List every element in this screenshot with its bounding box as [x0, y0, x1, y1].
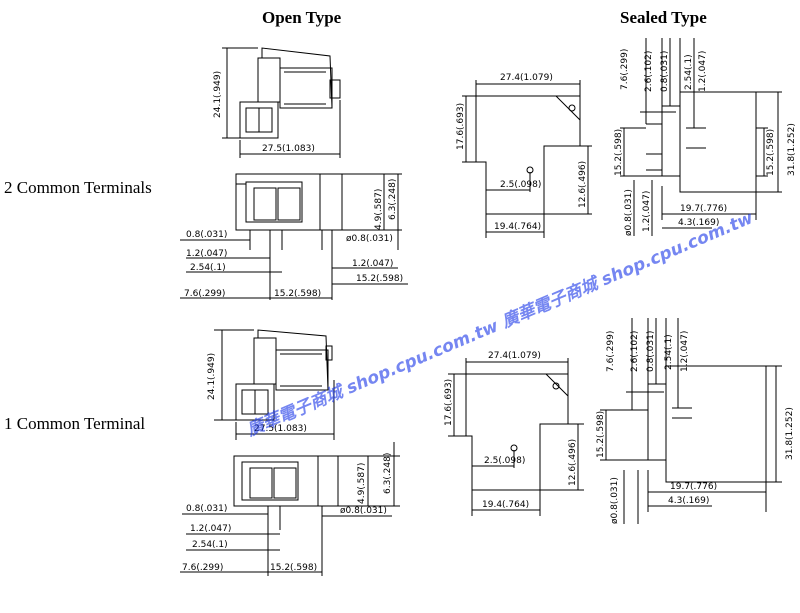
open-r1-d08phi-label: ø0.8(.031) — [346, 234, 393, 244]
open-r2-d152-label: 15.2(.598) — [270, 563, 317, 573]
open-row2-side-view — [214, 329, 335, 440]
sealed-r1-d194-label: 19.4(.764) — [494, 222, 541, 232]
watermark-text: 廣華電子商城 shop.cpu.com.tw 廣華電子商城 shop.cpu.c… — [243, 208, 756, 441]
open-type-heading: Open Type — [262, 8, 342, 27]
sealed-r1-d152b-label: 15.2(.598) — [766, 129, 776, 176]
sealed-row1-side-view — [620, 38, 782, 236]
sealed-type-heading: Sealed Type — [620, 8, 707, 27]
sealed-row2-top-view — [448, 358, 584, 516]
sealed-r2-d152-label: 15.2(.598) — [596, 411, 606, 458]
open-r1-d49-label: 4.9(.587) — [374, 189, 384, 230]
open-r1-height-label: 24.1(.949) — [213, 71, 223, 118]
two-common-terminals-label: 2 Common Terminals — [4, 178, 152, 197]
sealed-r1-d43-label: 4.3(.169) — [678, 218, 719, 228]
open-r1-d76-label: 7.6(.299) — [184, 289, 225, 299]
sealed-row2-side-view — [600, 318, 782, 524]
sealed-r2-d254-label: 2.54(.1) — [664, 334, 674, 370]
sealed-r2-width-label: 27.4(1.079) — [488, 351, 541, 361]
open-r1-d08-label: 0.8(.031) — [186, 230, 227, 240]
sealed-r1-d176-label: 17.6(.693) — [456, 103, 466, 150]
open-r1-d12b-label: 1.2(.047) — [352, 259, 393, 269]
open-r1-width-label: 27.5(1.083) — [262, 144, 315, 154]
sealed-r1-d12b-label: 1.2(.047) — [642, 191, 652, 232]
sealed-r1-d318-label: 31.8(1.252) — [787, 123, 797, 176]
open-row1-side-view — [222, 47, 341, 158]
open-r2-width-label: 27.5(1.083) — [254, 424, 307, 434]
sealed-r1-d25-label: 2.5(.098) — [500, 180, 541, 190]
open-row2-front-view — [180, 442, 400, 576]
sealed-r2-d176-label: 17.6(.693) — [444, 379, 454, 426]
sealed-r1-d08-label: 0.8(.031) — [660, 51, 670, 92]
sealed-r2-d26-label: 2.6(.102) — [630, 331, 640, 372]
sealed-r2-d08-label: 0.8(.031) — [646, 331, 656, 372]
open-r1-d152b-label: 15.2(.598) — [356, 274, 403, 284]
sealed-r1-d126-label: 12.6(.496) — [578, 161, 588, 208]
sealed-r2-d318-label: 31.8(1.252) — [785, 407, 795, 460]
open-r1-d254-label: 2.54(.1) — [190, 263, 226, 273]
sealed-r1-d254-label: 2.54(.1) — [684, 54, 694, 90]
sealed-r2-d25-label: 2.5(.098) — [484, 456, 525, 466]
open-r2-d08phi-label: ø0.8(.031) — [340, 506, 387, 516]
sealed-r1-d26-label: 2.6(.102) — [644, 51, 654, 92]
open-r2-d49-label: 4.9(.587) — [357, 463, 367, 504]
open-r1-d63-label: 6.3(.248) — [388, 179, 398, 220]
open-r2-d12-label: 1.2(.047) — [190, 524, 231, 534]
sealed-row1-top-view — [462, 80, 592, 238]
sealed-r2-d126-label: 12.6(.496) — [568, 439, 578, 486]
sealed-r1-d08phi-label: ø0.8(.031) — [624, 189, 634, 236]
sealed-r2-d12-label: 1.2(.047) — [680, 331, 690, 372]
open-row1-front-view — [180, 173, 408, 300]
open-r1-d152-label: 15.2(.598) — [274, 289, 321, 299]
sealed-r1-width-label: 27.4(1.079) — [500, 73, 553, 83]
sealed-r2-d76-label: 7.6(.299) — [606, 331, 616, 372]
sealed-r1-d197-label: 19.7(.776) — [680, 204, 727, 214]
sealed-r2-d197-label: 19.7(.776) — [670, 482, 717, 492]
sealed-r2-d194-label: 19.4(.764) — [482, 500, 529, 510]
one-common-terminal-label: 1 Common Terminal — [4, 414, 146, 433]
open-r1-d12-label: 1.2(.047) — [186, 249, 227, 259]
sealed-r1-d76-label: 7.6(.299) — [620, 49, 630, 90]
open-r2-d254-label: 2.54(.1) — [192, 540, 228, 550]
open-r2-height-label: 24.1(.949) — [207, 353, 217, 400]
sealed-r1-d12-label: 1.2(.047) — [698, 51, 708, 92]
sealed-r1-d152-label: 15.2(.598) — [614, 129, 624, 176]
open-r2-d76-label: 7.6(.299) — [182, 563, 223, 573]
open-r2-d08-label: 0.8(.031) — [186, 504, 227, 514]
sealed-r2-d08phi-label: ø0.8(.031) — [610, 477, 620, 524]
open-r2-d63-label: 6.3(.248) — [383, 453, 393, 494]
sealed-r2-d43-label: 4.3(.169) — [668, 496, 709, 506]
